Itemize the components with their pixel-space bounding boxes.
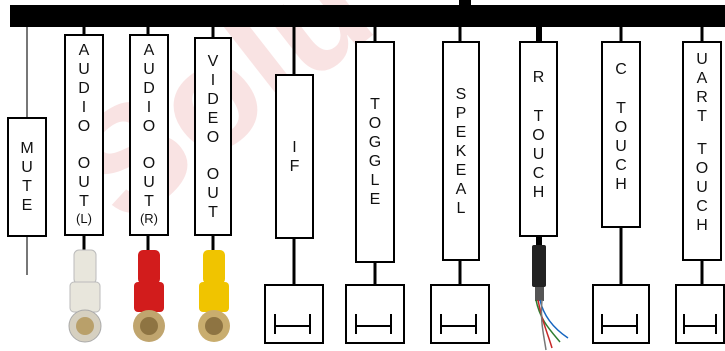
audio-l-box bbox=[64, 34, 104, 236]
wire-bundle-icon bbox=[532, 245, 569, 351]
video-box bbox=[194, 37, 232, 236]
rca-white-icon bbox=[68, 249, 102, 343]
bus-bar bbox=[10, 5, 725, 27]
spekeal-switch-icon bbox=[430, 284, 490, 344]
spekeal-box bbox=[442, 41, 480, 261]
uart-touch-switch-icon bbox=[675, 284, 725, 344]
c-touch-box bbox=[601, 41, 641, 228]
rca-yellow-icon bbox=[198, 250, 230, 342]
rca-red-icon bbox=[133, 250, 165, 342]
toggle-switch-icon bbox=[345, 284, 405, 344]
toggle-box bbox=[355, 41, 395, 263]
c-touch-switch-icon bbox=[592, 284, 650, 344]
uart-touch-box bbox=[682, 41, 722, 261]
mute-box bbox=[7, 117, 47, 237]
if-switch-icon bbox=[264, 284, 324, 344]
audio-r-box bbox=[129, 34, 169, 236]
if-box bbox=[275, 74, 314, 239]
r-touch-box bbox=[519, 41, 558, 237]
bus-connector bbox=[459, 0, 471, 6]
